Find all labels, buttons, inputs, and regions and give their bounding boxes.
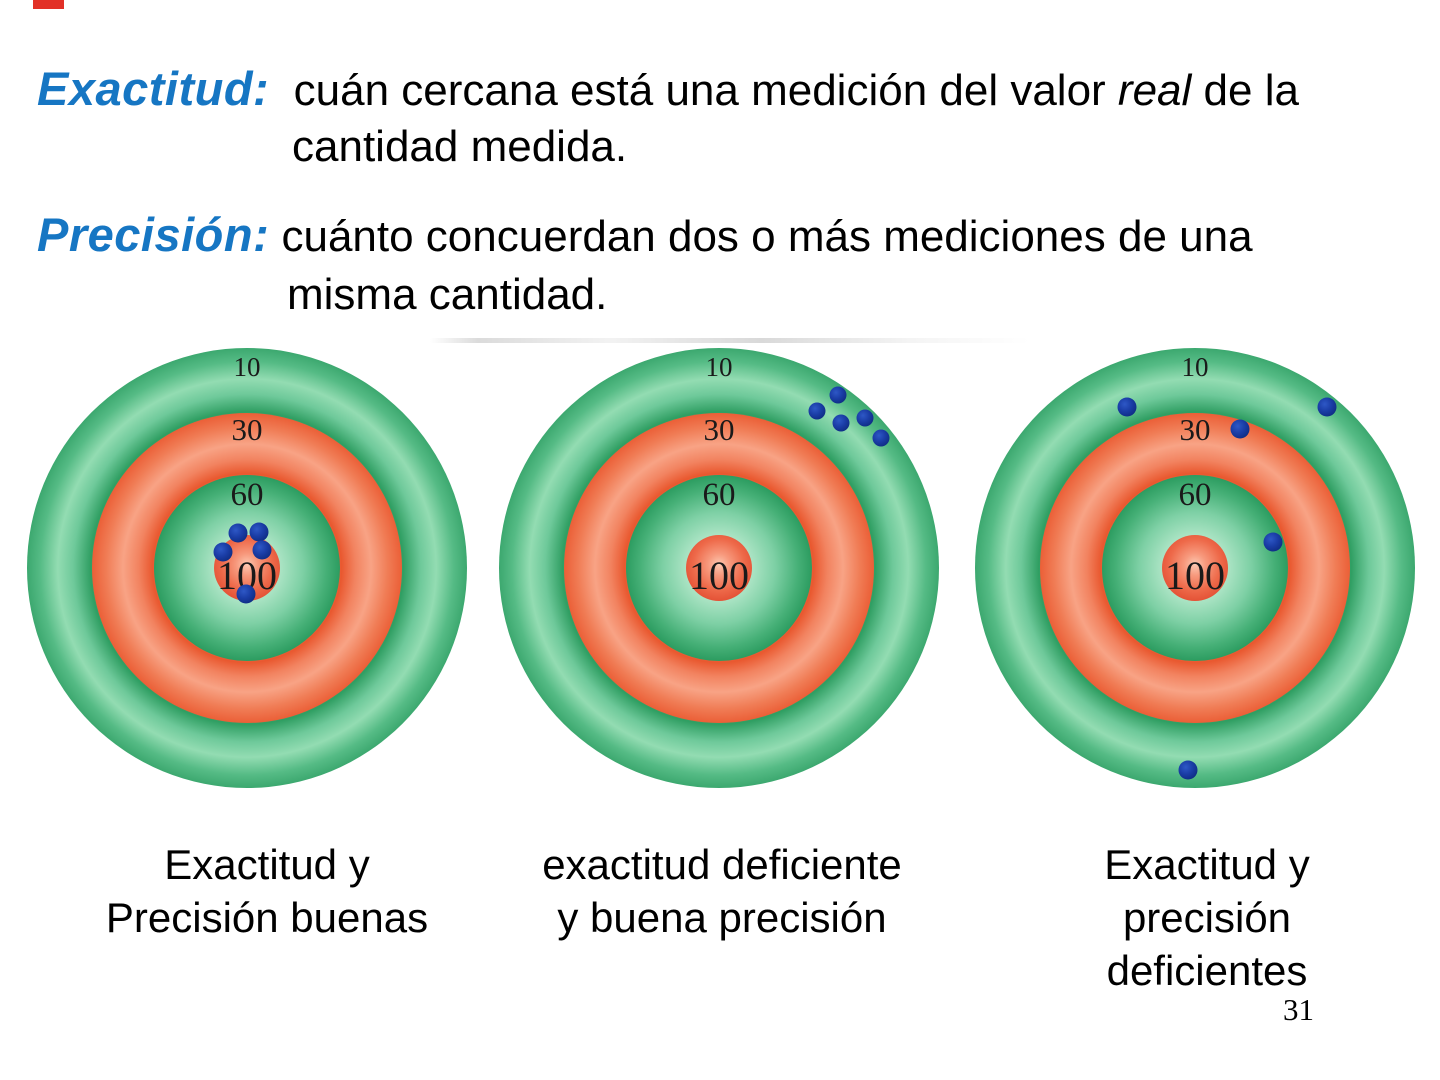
ring-label-30: 30 bbox=[1180, 412, 1211, 447]
measurement-dot bbox=[213, 542, 233, 562]
ring-label-100: 100 bbox=[1165, 553, 1225, 598]
page-number: 31 bbox=[1283, 992, 1314, 1027]
definition-exactitud-line2: cantidad medida. bbox=[292, 122, 628, 171]
caption-line: Precisión buenas bbox=[105, 894, 429, 941]
measurement-dot bbox=[249, 522, 269, 542]
definition-precision-line2: misma cantidad. bbox=[287, 270, 608, 319]
measurement-dot bbox=[1117, 397, 1137, 417]
definition-exactitud-italic-word: real bbox=[1117, 66, 1192, 115]
definition-exactitud-line1: Exactitud: cuán cercana está una medició… bbox=[37, 62, 1299, 117]
ring-label-10: 10 bbox=[1182, 352, 1209, 382]
measurement-dot bbox=[1317, 397, 1337, 417]
definition-precision-text: cuánto concuerdan dos o más mediciones d… bbox=[269, 212, 1253, 261]
measurement-dot bbox=[808, 402, 826, 420]
measurement-dot bbox=[1263, 532, 1283, 552]
measurement-dot bbox=[856, 409, 874, 427]
ring-label-100: 100 bbox=[689, 553, 749, 598]
term-precision: Precisión: bbox=[37, 208, 270, 261]
definition-exactitud-text: cuán cercana está una medición del valor bbox=[269, 66, 1118, 115]
measurement-dot bbox=[252, 540, 272, 560]
red-mark-artifact bbox=[33, 0, 64, 9]
measurement-dot bbox=[829, 386, 847, 404]
measurement-dot bbox=[1230, 419, 1250, 439]
caption-line: y buena precisión bbox=[557, 894, 887, 941]
ring-label-10: 10 bbox=[234, 352, 261, 382]
ring-label-30: 30 bbox=[232, 412, 263, 447]
target-ring-100 bbox=[686, 535, 752, 601]
caption-line: deficientes bbox=[1106, 947, 1308, 994]
ring-label-60: 60 bbox=[703, 477, 736, 513]
scan-artifact bbox=[430, 338, 1030, 343]
measurement-dot bbox=[236, 584, 256, 604]
caption-poor-accuracy-good-precision: exactitud deficiente y buena precisión bbox=[502, 838, 942, 944]
caption-poor-accuracy-poor-precision: Exactitud y precisión deficientes bbox=[987, 838, 1427, 997]
target-poor-accuracy-poor-precision: 10 30 60 100 bbox=[975, 348, 1415, 788]
term-exactitud: Exactitud: bbox=[37, 62, 270, 115]
target-ring-100 bbox=[1162, 535, 1228, 601]
measurement-dot bbox=[228, 523, 248, 543]
caption-line: Exactitud y bbox=[164, 841, 370, 888]
definition-precision-line1: Precisión: cuánto concuerdan dos o más m… bbox=[37, 208, 1253, 263]
measurement-dot bbox=[872, 429, 890, 447]
measurement-dot bbox=[832, 414, 850, 432]
ring-label-60: 60 bbox=[231, 477, 264, 513]
caption-line: precisión bbox=[1122, 894, 1292, 941]
caption-line: Exactitud y bbox=[1104, 841, 1310, 888]
caption-line: exactitud deficiente bbox=[542, 841, 902, 888]
target-poor-accuracy-good-precision: 10 30 60 100 bbox=[499, 348, 939, 788]
ring-label-60: 60 bbox=[1179, 477, 1212, 513]
measurement-dot bbox=[1178, 760, 1198, 780]
caption-good-accuracy-good-precision: Exactitud y Precisión buenas bbox=[47, 838, 487, 944]
ring-label-10: 10 bbox=[706, 352, 733, 382]
ring-label-30: 30 bbox=[704, 412, 735, 447]
definition-exactitud-text-end: de la bbox=[1191, 66, 1299, 115]
